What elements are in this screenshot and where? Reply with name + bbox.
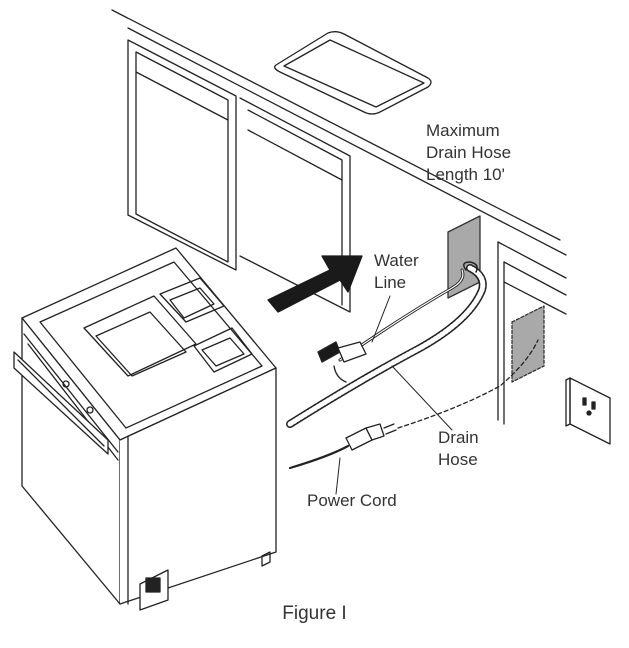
water-line-label: Water Line (374, 250, 419, 294)
drain-hose (286, 261, 487, 428)
wall-panel-lower (511, 305, 545, 383)
power-cord-label: Power Cord (307, 491, 397, 510)
figure-caption: Figure I (282, 603, 347, 624)
electrical-outlet (565, 377, 611, 445)
drain-hose-label: Drain Hose (438, 427, 479, 471)
water-line (317, 268, 465, 383)
max-drain-line-3: Length 10' (426, 165, 505, 184)
drain-hose-line-2: Hose (438, 450, 478, 469)
max-drain-hose-label: Maximum Drain Hose Length 10' (426, 120, 511, 186)
sink-cutout (274, 31, 432, 115)
max-drain-line-1: Maximum (426, 121, 500, 140)
max-drain-line-2: Drain Hose (426, 143, 512, 162)
install-direction-arrow (267, 255, 363, 313)
drain-hose-line-1: Drain (438, 428, 479, 447)
dishwasher (13, 247, 277, 611)
leader-lines (335, 295, 453, 495)
power-cord (288, 339, 539, 470)
water-line-line-2: Line (374, 273, 407, 292)
countertop-edge (111, 9, 567, 256)
wall-panel-upper (447, 215, 481, 299)
water-line-line-1: Water (374, 251, 419, 270)
cabinet-door-left (127, 39, 237, 271)
cabinet-right (497, 241, 567, 425)
